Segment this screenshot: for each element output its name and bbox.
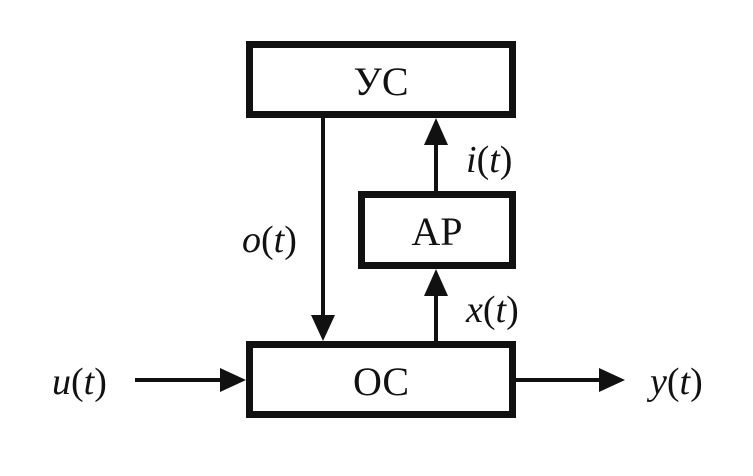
signal-x-close-paren: ) <box>506 289 519 331</box>
signal-x-open-paren: ( <box>483 289 496 331</box>
signal-i-name: i <box>466 139 477 181</box>
arrow-o <box>311 118 335 341</box>
block-us: УС <box>246 41 516 118</box>
block-us-frame <box>246 41 516 118</box>
block-os: ОС <box>246 341 516 418</box>
signal-o-open-paren: ( <box>261 219 274 261</box>
arrow-x <box>424 269 448 341</box>
signal-u-close-paren: ) <box>94 361 107 403</box>
arrow-o-head <box>311 315 335 341</box>
block-ar-label: АР <box>411 209 462 254</box>
signal-o-name: o <box>242 219 261 261</box>
signal-y-open-paren: ( <box>667 361 680 403</box>
block-os-frame <box>246 341 516 418</box>
signal-i-open-paren: ( <box>477 139 490 181</box>
block-os-label: ОС <box>353 359 409 404</box>
signal-i-close-paren: ) <box>500 139 513 181</box>
signal-label-x: x(t) <box>465 289 519 331</box>
signal-u-name: u <box>52 361 71 403</box>
signal-x-arg: t <box>496 289 508 331</box>
block-us-label: УС <box>354 59 409 104</box>
signal-u-open-paren: ( <box>71 361 84 403</box>
arrow-y-head <box>599 368 625 392</box>
signal-u-arg: t <box>84 361 96 403</box>
arrow-i <box>424 118 448 191</box>
signal-label-i: i(t) <box>466 139 512 181</box>
arrow-y <box>516 368 625 392</box>
signal-y-arg: t <box>680 361 692 403</box>
arrow-x-head <box>424 269 448 296</box>
signal-label-u: u(t) <box>52 361 107 403</box>
signal-o-close-paren: ) <box>284 219 297 261</box>
arrow-i-head <box>424 118 448 145</box>
signal-y-close-paren: ) <box>690 361 703 403</box>
block-ar-frame <box>358 191 516 269</box>
block-ar: АР <box>358 191 516 269</box>
signal-x-name: x <box>465 289 483 331</box>
signal-y-name: y <box>646 361 667 403</box>
signal-o-arg: t <box>274 219 286 261</box>
signal-label-y: y(t) <box>646 361 703 403</box>
arrow-u <box>135 368 246 392</box>
signal-label-o: o(t) <box>242 219 297 261</box>
arrow-u-head <box>220 368 246 392</box>
signal-i-arg: t <box>489 139 501 181</box>
